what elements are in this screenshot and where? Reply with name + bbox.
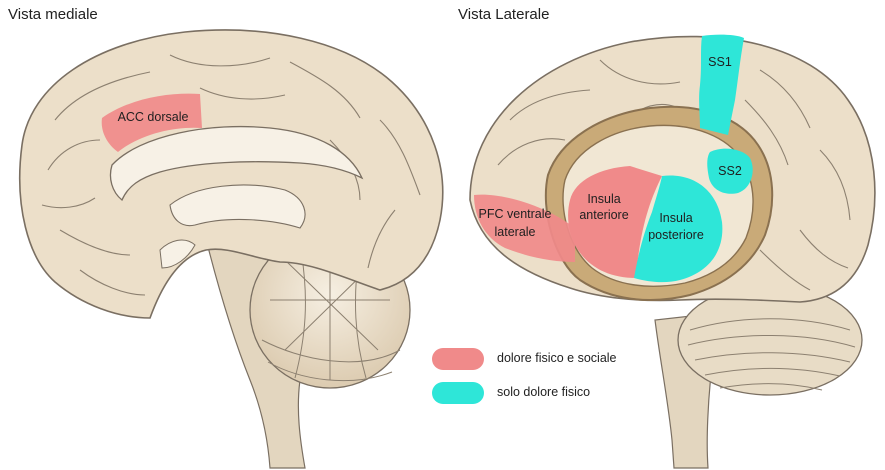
pfc-label-line1: PFC ventrale: [479, 207, 552, 221]
lateral-cerebellum: [678, 285, 862, 395]
ss1-label: SS1: [708, 55, 732, 69]
legend-swatch-physical-social: [432, 348, 484, 370]
legend-label-physical-social: dolore fisico e sociale: [497, 351, 617, 365]
insula-ant-label-line2: anteriore: [579, 208, 628, 222]
medial-brain: ACC dorsale: [20, 30, 443, 468]
lateral-brain: PFC ventrale laterale Insula anteriore I…: [470, 35, 875, 468]
pfc-label-line2: laterale: [495, 225, 536, 239]
legend-swatch-physical-only: [432, 382, 484, 404]
insula-ant-label-line1: Insula: [587, 192, 620, 206]
acc-dorsale-label: ACC dorsale: [118, 110, 189, 124]
ss2-label: SS2: [718, 164, 742, 178]
legend-label-physical-only: solo dolore fisico: [497, 385, 590, 399]
insula-post-label-line2: posteriore: [648, 228, 704, 242]
insula-post-label-line1: Insula: [659, 211, 692, 225]
